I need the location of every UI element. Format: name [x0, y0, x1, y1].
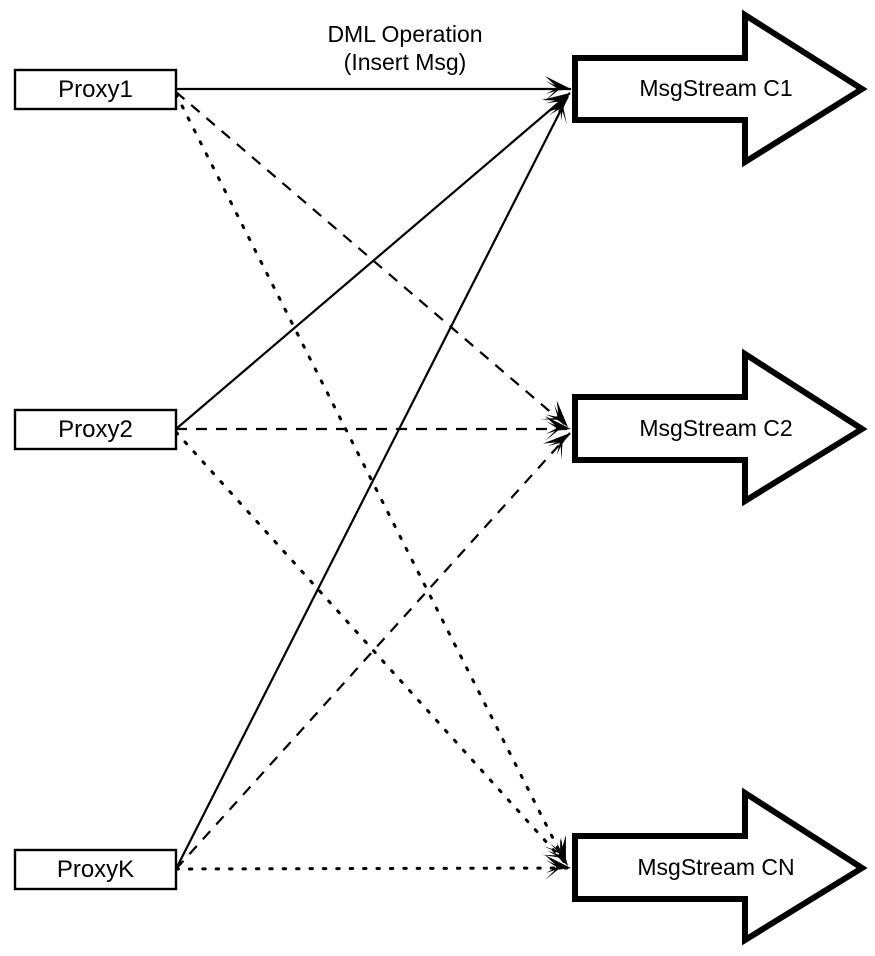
- streams-layer: MsgStream C1 MsgStream C2 MsgStream CN: [572, 9, 868, 946]
- edge-arrowhead: [545, 416, 571, 441]
- edge-line-dashed: [175, 91, 569, 428]
- edge-line-dotted: [174, 430, 570, 868]
- edge-proxy2-to-c1: [175, 92, 571, 430]
- edge-proxy2-to-cn: [174, 430, 570, 868]
- edge-arrowhead: [544, 96, 568, 125]
- msgstream-c2[interactable]: MsgStream C2: [572, 348, 868, 507]
- edge-arrowhead: [541, 837, 568, 866]
- proxy-box-shape: [13, 68, 178, 111]
- msgstream-label: MsgStream CN: [637, 854, 794, 880]
- proxy-node-proxyK[interactable]: ProxyK: [13, 848, 178, 891]
- edge-line-dotted: [174, 866, 573, 871]
- edge-caption-line2: (Insert Msg): [344, 49, 467, 75]
- msgstream-label: MsgStream C2: [639, 415, 792, 441]
- edge-arrowhead: [542, 433, 570, 461]
- edges-layer: [174, 76, 573, 881]
- edge-proxy1-to-c1: [176, 76, 571, 101]
- edge-line-dotted: [174, 92, 568, 866]
- msgstream-arrow-shape: [572, 787, 868, 946]
- proxy-box-shape: [13, 408, 178, 451]
- edge-proxyK-to-c1: [175, 95, 569, 870]
- msgstream-label: MsgStream C1: [639, 75, 792, 101]
- msgstream-arrow-shape: [572, 348, 868, 507]
- proxy-box-shape: [13, 848, 178, 891]
- proxy-label: ProxyK: [57, 856, 134, 883]
- proxy-label: Proxy2: [58, 416, 133, 443]
- edge-proxyK-to-cn: [174, 855, 573, 881]
- edge-proxy1-to-c2: [175, 91, 569, 428]
- proxy-node-proxy1[interactable]: Proxy1: [13, 68, 178, 111]
- edge-arrowhead: [545, 76, 571, 101]
- msgstream-c1[interactable]: MsgStream C1: [572, 9, 868, 168]
- edge-arrowhead: [541, 93, 570, 119]
- edge-line-solid: [175, 92, 571, 430]
- edge-arrowhead: [544, 855, 571, 881]
- edge-proxy1-to-cn: [174, 92, 568, 866]
- msgstream-arrow-shape: [572, 9, 868, 168]
- msgstream-cn[interactable]: MsgStream CN: [572, 787, 868, 946]
- edge-line-solid: [175, 95, 569, 870]
- edge-line-dashed: [175, 432, 571, 870]
- proxy-node-proxy2[interactable]: Proxy2: [13, 408, 178, 451]
- proxy-label: Proxy1: [58, 76, 133, 103]
- edge-arrowhead: [540, 400, 568, 427]
- edge-caption-line1: DML Operation: [327, 21, 482, 47]
- edge-proxy2-to-c2: [176, 416, 571, 441]
- edge-proxyK-to-c2: [175, 432, 571, 870]
- edge-caption: DML Operation (Insert Msg): [327, 21, 482, 75]
